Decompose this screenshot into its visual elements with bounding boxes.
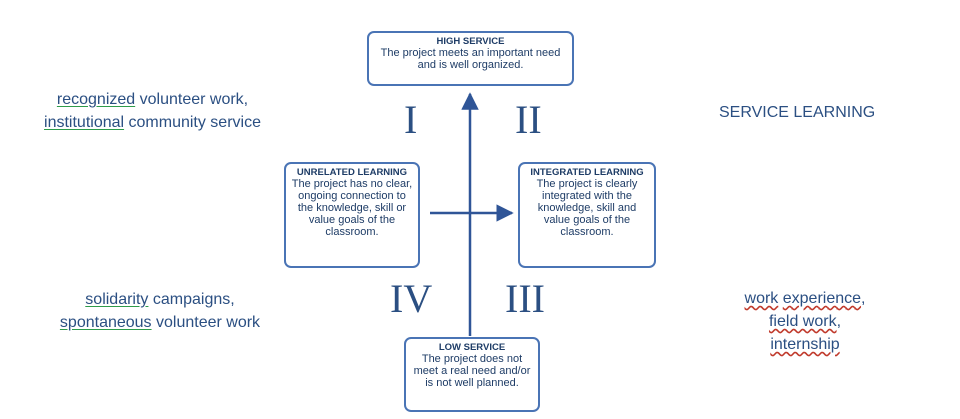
work-word: work — [744, 290, 779, 307]
experience-word: experience — [782, 290, 862, 307]
solidarity-word: solidarity — [85, 291, 149, 308]
bottom-left-label: solidarity campaigns, spontaneous volunt… — [59, 291, 261, 331]
high-service-desc: The project meets an important need and … — [380, 47, 561, 71]
high-service-box: HIGH SERVICE The project meets an import… — [367, 31, 574, 86]
unrelated-learning-title: UNRELATED LEARNING — [296, 167, 408, 178]
low-service-title: LOW SERVICE — [438, 342, 506, 353]
quadrant-i-label: I — [404, 97, 418, 142]
internship-word: internship — [770, 336, 840, 353]
unrelated-learning-desc: The project has no clear, ongoing connec… — [291, 178, 413, 238]
recognized-word: recognized — [56, 91, 136, 108]
integrated-learning-box: INTEGRATED LEARNING The project is clear… — [518, 162, 656, 268]
institutional-word: institutional — [44, 114, 125, 131]
high-service-title: HIGH SERVICE — [436, 36, 505, 47]
integrated-learning-title: INTEGRATED LEARNING — [530, 167, 644, 178]
top-left-label: recognized volunteer work, institutional… — [44, 91, 261, 131]
quadrant-iv-label: IV — [390, 276, 433, 321]
low-service-box: LOW SERVICE The project does not meet a … — [404, 337, 540, 412]
field-work-word: field work — [768, 313, 837, 330]
quadrant-iii-label: III — [505, 276, 545, 321]
bottom-right-label: work experience, field work, internship — [744, 290, 866, 353]
unrelated-learning-box: UNRELATED LEARNING The project has no cl… — [284, 162, 420, 268]
service-learning-label: SERVICE LEARNING — [719, 104, 876, 121]
spontaneous-word: spontaneous — [59, 314, 152, 331]
low-service-desc: The project does not meet a real need an… — [413, 353, 531, 389]
quadrant-ii-label: II — [515, 97, 542, 142]
integrated-learning-desc: The project is clearly integrated with t… — [536, 178, 638, 238]
